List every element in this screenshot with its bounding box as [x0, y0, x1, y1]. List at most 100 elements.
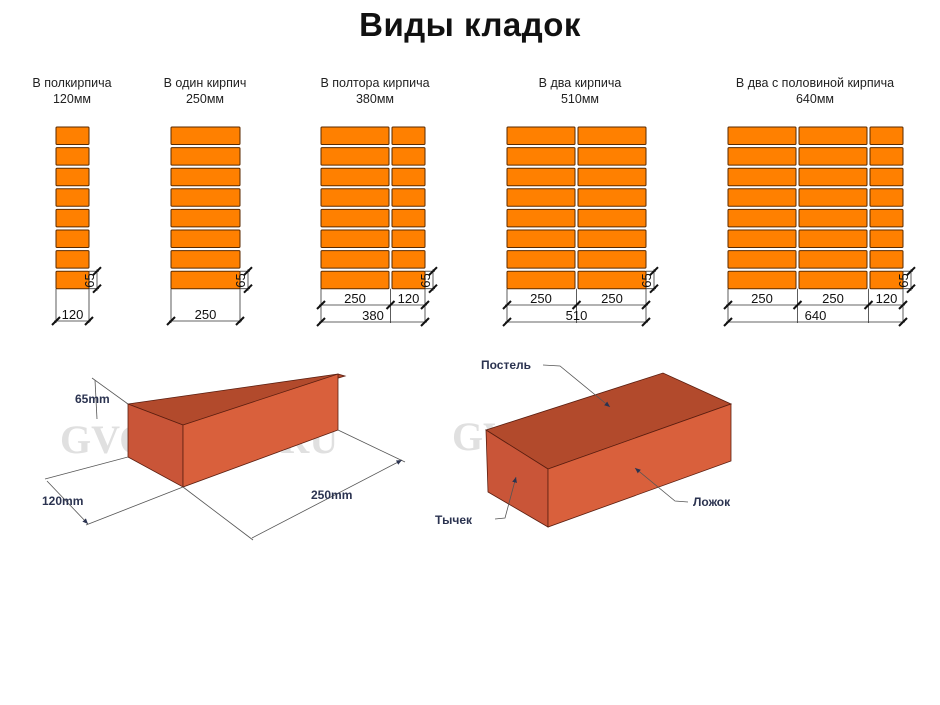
brick — [869, 229, 904, 248]
brick — [727, 270, 797, 290]
wall-size: 380мм — [355, 92, 395, 106]
brick — [798, 250, 868, 269]
brick — [391, 126, 426, 145]
brick — [506, 250, 576, 269]
brick — [320, 188, 390, 207]
brick — [55, 188, 90, 207]
brick-side-face — [547, 403, 732, 528]
brick — [869, 126, 904, 145]
height-dim-value: 65 — [896, 273, 911, 287]
brick — [391, 229, 426, 248]
brick — [577, 126, 647, 145]
wall-name: В один кирпич — [163, 76, 247, 90]
brick — [320, 270, 390, 290]
brick — [170, 188, 241, 207]
column-dim-value: 250 — [195, 307, 217, 322]
brick — [869, 250, 904, 269]
brick — [798, 208, 868, 228]
face-label-stretcher: Ложок — [693, 495, 731, 509]
wall-caption-half: В полкирпича 120мм — [12, 75, 132, 107]
brick — [320, 208, 390, 228]
brick — [506, 126, 576, 145]
wall-caption-two-half: В два с половиной кирпича 640мм — [710, 75, 920, 107]
total-dim-value: 510 — [566, 308, 588, 323]
wall-caption-one: В один кирпич 250мм — [130, 75, 280, 107]
wall-name: В два кирпича — [538, 76, 622, 90]
column-dim-value: 250 — [601, 291, 623, 306]
brick-3d-faces: Постель Тычек Ложок — [435, 358, 733, 528]
face-label-bed: Постель — [481, 358, 531, 372]
wall-size: 510мм — [560, 92, 600, 106]
brick — [391, 208, 426, 228]
wall-name: В два с половиной кирпича — [735, 76, 895, 90]
brick — [506, 229, 576, 248]
brick — [391, 167, 426, 187]
brick — [506, 167, 576, 187]
face-label-header: Тычек — [435, 513, 473, 527]
brick — [869, 167, 904, 187]
brick — [506, 147, 576, 166]
brick — [170, 126, 241, 145]
brick — [869, 270, 904, 290]
brick — [506, 270, 576, 290]
wall-name: В полтора кирпича — [320, 76, 430, 90]
brick — [391, 147, 426, 166]
brick — [577, 229, 647, 248]
brick — [577, 188, 647, 207]
brick — [170, 208, 241, 228]
column-dim-value: 120 — [398, 291, 420, 306]
brick — [798, 188, 868, 207]
brick — [727, 229, 797, 248]
column-dim-value: 120 — [876, 291, 898, 306]
width-dim-label: 120mm — [42, 494, 83, 508]
length-dim-label: 250mm — [311, 488, 352, 502]
brick — [727, 250, 797, 269]
brick — [170, 147, 241, 166]
brick — [391, 250, 426, 269]
brick — [320, 250, 390, 269]
brick — [798, 229, 868, 248]
brick — [55, 126, 90, 145]
wall-size: 640мм — [795, 92, 835, 106]
wall-caption-two: В два кирпича 510мм — [500, 75, 660, 107]
wall-section: 65 120 — [51, 126, 102, 326]
column-dim-value: 250 — [822, 291, 844, 306]
brick — [55, 229, 90, 248]
brick — [506, 208, 576, 228]
brick — [55, 270, 90, 290]
brick — [798, 270, 868, 290]
column-dim-value: 250 — [344, 291, 366, 306]
brick — [506, 188, 576, 207]
brick — [320, 147, 390, 166]
brick — [798, 147, 868, 166]
brick — [391, 270, 426, 290]
brick — [727, 188, 797, 207]
column-dim-value: 120 — [62, 307, 84, 322]
brick — [170, 270, 241, 290]
brick — [170, 167, 241, 187]
height-dim-label: 65mm — [75, 392, 110, 406]
brick — [320, 126, 390, 145]
brick — [577, 147, 647, 166]
brick — [727, 147, 797, 166]
brick — [55, 167, 90, 187]
wall-caption-one-half: В полтора кирпича 380мм — [290, 75, 460, 107]
brick — [869, 188, 904, 207]
wall-name: В полкирпича — [32, 76, 112, 90]
brick — [391, 188, 426, 207]
height-dim-value: 65 — [82, 273, 97, 287]
column-dim-value: 250 — [530, 291, 552, 306]
brick — [320, 229, 390, 248]
brick — [727, 126, 797, 145]
brick-3d-dimensions: 65mm 120mm 250mm — [42, 373, 406, 541]
brick — [577, 270, 647, 290]
brick — [320, 167, 390, 187]
brick — [577, 167, 647, 187]
total-dim-value: 640 — [805, 308, 827, 323]
brick — [869, 208, 904, 228]
